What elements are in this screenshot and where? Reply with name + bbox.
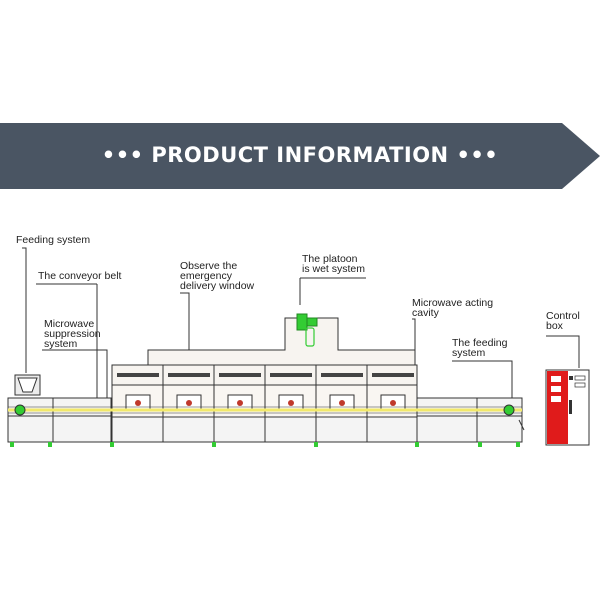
leader-suppression — [42, 349, 108, 398]
page-title: ••• PRODUCT INFORMATION ••• — [101, 143, 499, 167]
label-feeding-system-left: Feeding system — [16, 234, 91, 246]
label-conveyor-belt: The conveyor belt — [38, 270, 122, 282]
machine-feet — [10, 442, 520, 447]
label-microwave-cavity: Microwave acting cavity — [412, 297, 494, 319]
rollers — [14, 404, 515, 416]
leader-control — [546, 335, 580, 368]
wet-system-pump — [296, 313, 318, 347]
leader-feeding-left — [22, 247, 27, 373]
label-feeding-system-right: The feeding system — [452, 337, 508, 359]
leader-feeding-right — [452, 360, 513, 398]
header-banner — [0, 123, 600, 189]
cavity-modules — [111, 365, 418, 443]
label-platoon-wet-system: The platoon is wet system — [302, 253, 366, 275]
suppression-section — [52, 397, 112, 443]
label-microwave-suppression: Microwave suppression system — [44, 318, 101, 350]
label-observe-window: Observe the emergency delivery window — [180, 260, 255, 292]
banner-left-stripe — [0, 123, 16, 143]
right-sections — [416, 397, 523, 443]
label-control-box: Control box — [546, 310, 580, 332]
control-box — [545, 369, 590, 446]
leader-cavity — [412, 318, 416, 350]
banner-band — [0, 123, 600, 189]
